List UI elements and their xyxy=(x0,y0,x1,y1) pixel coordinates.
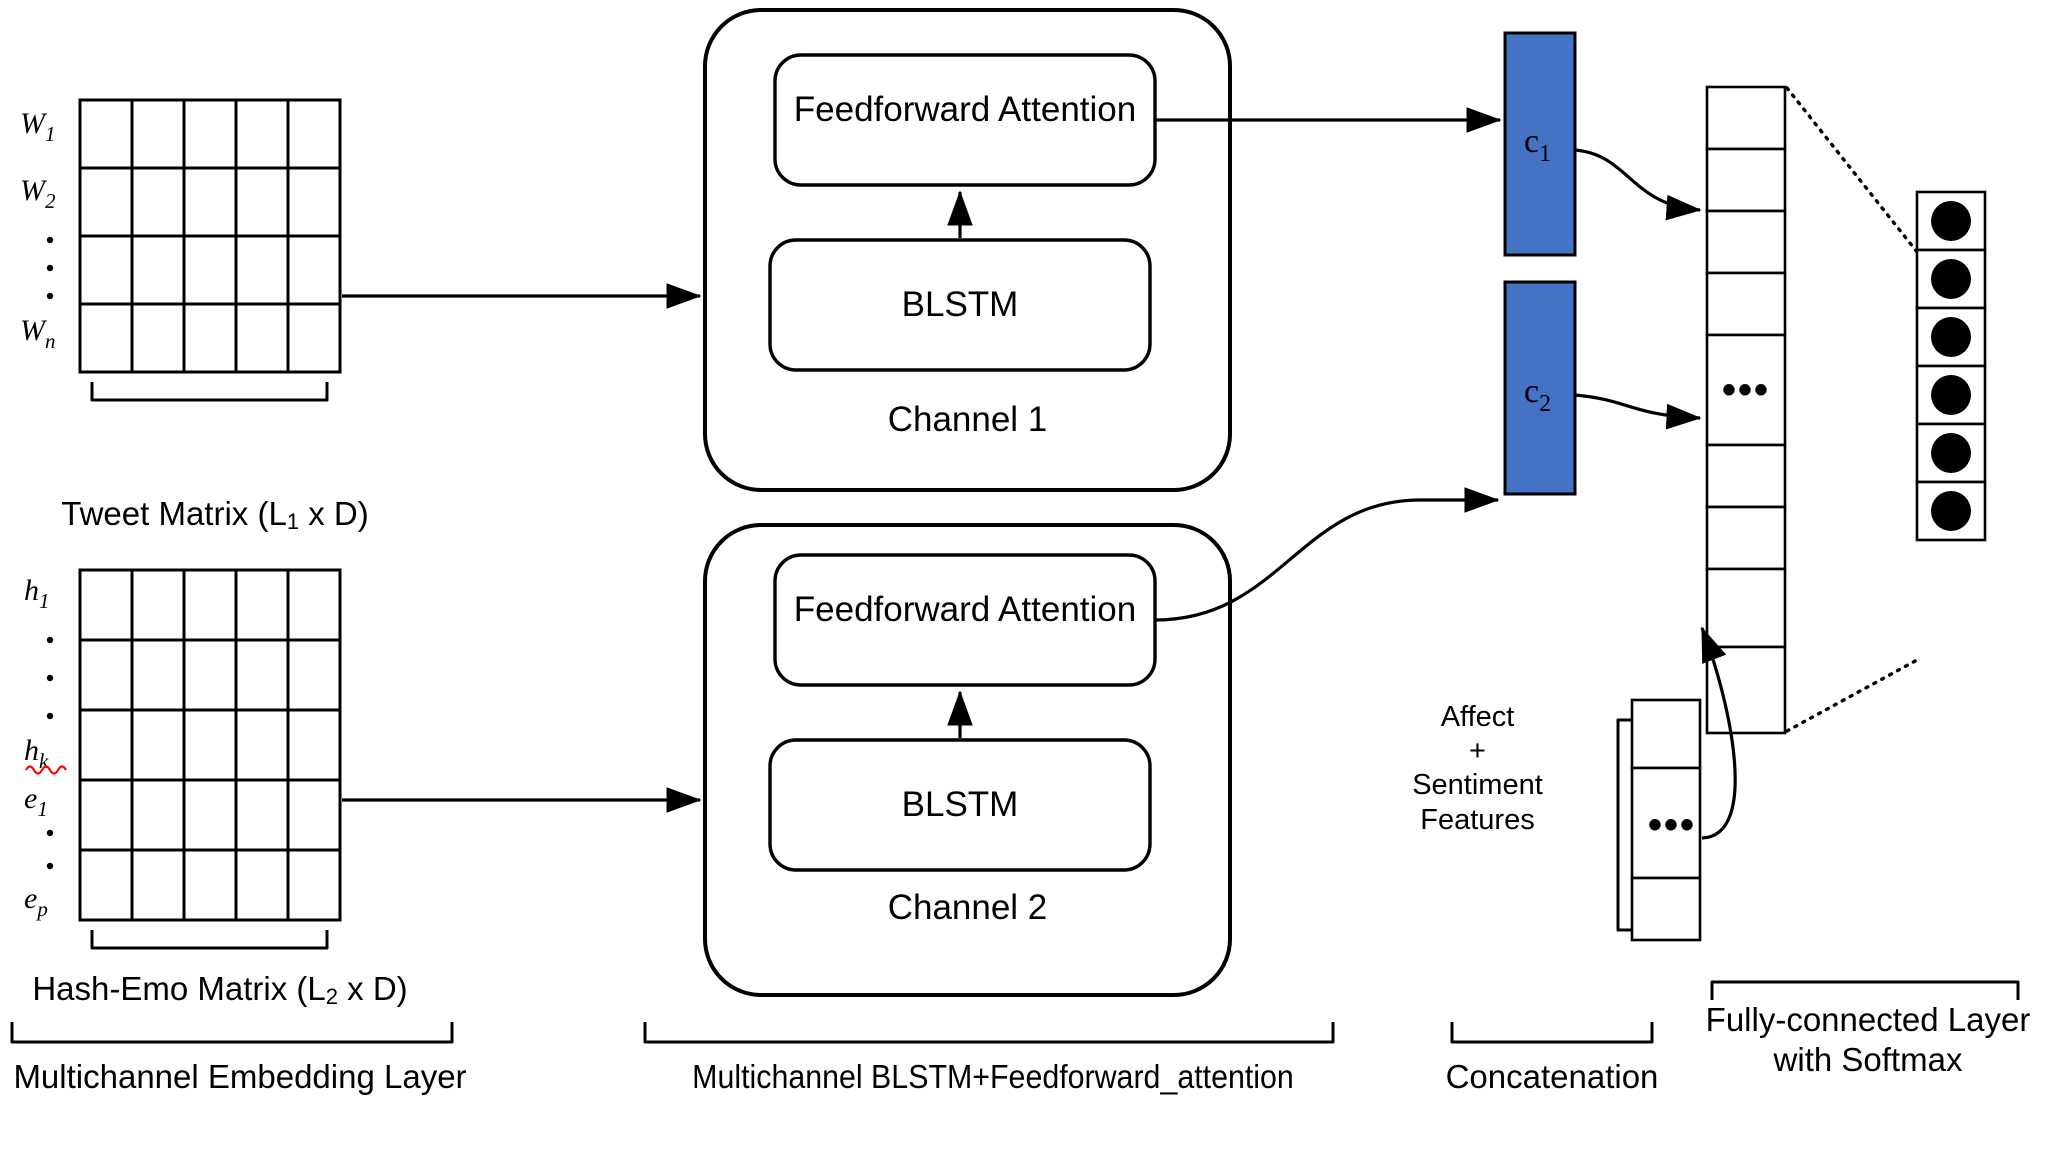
channel-2-group[interactable] xyxy=(703,523,1232,997)
context-vector-c1-box xyxy=(1503,31,1577,257)
affect-features-bracket xyxy=(1616,718,1632,932)
channel-2-blstm-box[interactable] xyxy=(768,738,1152,872)
hash-emo-matrix-caption: Hash-Emo Matrix (L2 x D) xyxy=(20,970,420,1010)
arrow-c2-to-concat xyxy=(1574,393,1702,430)
row-label-w1: W1 xyxy=(20,107,56,146)
channel-1-blstm-label: BLSTM xyxy=(901,285,1019,324)
fully-connected-caption-line-2: with Softmax xyxy=(1773,1040,1963,1078)
embedding-layer-caption: Multichannel Embedding Layer xyxy=(13,1058,467,1095)
arrow-channel2-to-c2 xyxy=(1154,487,1500,622)
row-label-h1: h1 xyxy=(24,574,50,613)
row-label-vertical-dots-lower xyxy=(46,829,54,870)
channels-brace xyxy=(643,1022,1335,1044)
context-vector-c2-label: c2 xyxy=(1524,373,1551,417)
affect-features-line-3: Sentiment xyxy=(1412,769,1543,802)
tweet-matrix-caption-name: Tweet Matrix (L xyxy=(61,495,287,532)
channel-2-blstm-label: BLSTM xyxy=(901,785,1019,824)
hash-emo-caption-sub: 2 xyxy=(325,984,338,1010)
fc-funnel-bottom-line xyxy=(1785,658,1919,733)
tweet-matrix-caption: Tweet Matrix (L1 x D) xyxy=(40,495,390,535)
spellcheck-squiggle-icon xyxy=(25,765,67,775)
softmax-unit-dot-icon xyxy=(1931,433,1971,473)
channel-1-group[interactable] xyxy=(703,8,1232,492)
row-label-vertical-dots-tweet xyxy=(46,236,54,300)
row-label-hk: hk xyxy=(24,734,49,773)
affect-features-line-2: + xyxy=(1469,735,1486,768)
softmax-unit-dot-icon xyxy=(1931,201,1971,241)
row-label-wn: Wn xyxy=(20,314,56,353)
affect-feature-cell xyxy=(1630,876,1702,942)
channel-2-label: Channel 2 xyxy=(887,888,1048,927)
context-vector-c2-group: c2 xyxy=(1503,280,1577,496)
concat-cell xyxy=(1705,271,1787,337)
concat-cell xyxy=(1705,443,1787,509)
concat-cell xyxy=(1705,209,1787,275)
arrow-features-to-concat xyxy=(1700,626,1737,840)
concat-cell xyxy=(1705,147,1787,213)
affect-features-ellipsis: ••• xyxy=(1648,803,1696,847)
hash-emo-caption-tail: x D) xyxy=(337,970,408,1007)
row-label-ep: ep xyxy=(24,882,48,921)
channel-2-feedforward-attention-label: Feedforward Attention xyxy=(793,590,1137,629)
softmax-unit-dot-icon xyxy=(1931,259,1971,299)
softmax-unit-dot-icon xyxy=(1931,375,1971,415)
concat-cell xyxy=(1705,85,1787,151)
tweet-matrix xyxy=(78,98,342,374)
concat-cell xyxy=(1705,645,1787,735)
row-label-vertical-dots-upper xyxy=(46,636,54,720)
row-label-e1: e1 xyxy=(24,782,48,821)
channels-caption: Multichannel BLSTM+Feedforward_attention xyxy=(692,1058,1294,1095)
affect-feature-cell xyxy=(1630,698,1702,770)
embedding-layer-brace xyxy=(10,1022,454,1044)
tweet-matrix-row-labels: W1 W2 Wn xyxy=(20,107,56,353)
concatenation-brace xyxy=(1450,1022,1654,1044)
arrow-c1-to-concat xyxy=(1574,148,1702,221)
context-vector-c1-label: c1 xyxy=(1524,123,1551,167)
tweet-matrix-caption-tail: x D) xyxy=(299,495,369,532)
fully-connected-brace xyxy=(1710,980,2020,1000)
softmax-unit-dot-icon xyxy=(1931,491,1971,531)
fully-connected-caption: Fully-connected Layer with Softmax xyxy=(1700,1000,2036,1079)
row-label-w2: W2 xyxy=(20,174,56,213)
fully-connected-caption-line-1: Fully-connected Layer xyxy=(1705,1001,2031,1038)
softmax-output-column xyxy=(1915,190,1987,542)
context-vector-c2-box xyxy=(1503,280,1577,496)
channel-1-blstm-box[interactable] xyxy=(768,238,1152,372)
affect-features-line-1: Affect xyxy=(1440,701,1515,733)
tweet-matrix-brace xyxy=(90,382,329,402)
channel-1-label: Channel 1 xyxy=(887,400,1048,439)
tweet-matrix-caption-sub: 1 xyxy=(286,509,300,535)
affect-sentiment-features-label: Affect + Sentiment Features xyxy=(1345,700,1610,837)
affect-sentiment-features-group: ••• xyxy=(1616,698,1702,942)
context-vector-c1-group: c1 xyxy=(1503,31,1577,257)
hash-emo-row-labels: h1 hk e1 ep xyxy=(24,574,67,921)
softmax-unit-dot-icon xyxy=(1931,317,1971,357)
affect-features-line-4: Features xyxy=(1420,803,1535,836)
fc-funnel-top-line xyxy=(1785,86,1919,254)
concatenation-ellipsis: ••• xyxy=(1722,368,1770,412)
channel-1-feedforward-attention-label: Feedforward Attention xyxy=(793,90,1137,129)
hash-emo-matrix xyxy=(78,568,342,922)
hash-emo-matrix-brace xyxy=(90,930,329,950)
concatenation-column: ••• xyxy=(1705,85,1787,735)
concat-cell xyxy=(1705,567,1787,649)
concatenation-caption: Concatenation xyxy=(1445,1058,1659,1095)
concat-cell xyxy=(1705,505,1787,571)
hash-emo-caption-name: Hash-Emo Matrix (L xyxy=(32,970,326,1007)
